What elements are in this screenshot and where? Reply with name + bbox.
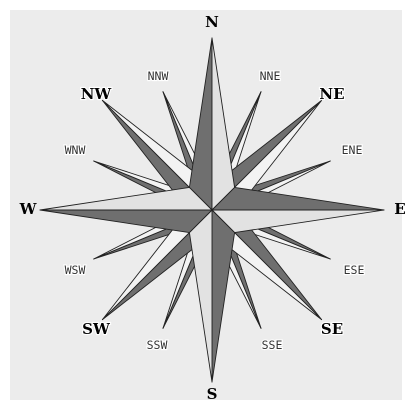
label-NNW: NNW [148, 69, 169, 83]
label-W: W [19, 200, 38, 218]
label-ESE: ESE [344, 263, 365, 277]
label-S: S [207, 385, 218, 403]
label-SSE: SSE [262, 338, 283, 352]
label-WSW: WSW [65, 263, 86, 277]
label-NE: NE [319, 85, 344, 103]
label-SW: SW [82, 320, 111, 338]
label-E: E [394, 200, 405, 218]
label-WNW: WNW [65, 143, 86, 157]
label-SE: SE [321, 320, 343, 338]
label-NNE: NNE [260, 69, 281, 83]
label-N: N [205, 13, 219, 31]
label-NW: NW [81, 85, 113, 103]
label-SSW: SSW [147, 338, 168, 352]
label-ENE: ENE [342, 143, 363, 157]
